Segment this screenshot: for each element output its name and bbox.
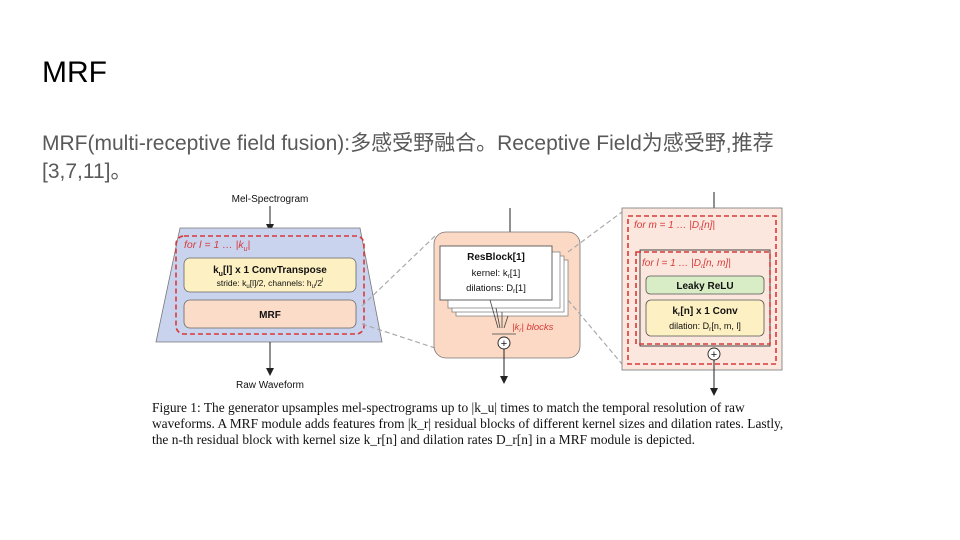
stack-line-2 [495, 307, 501, 329]
leaky-relu-block [645, 275, 765, 295]
zoom-line-bottom-left [361, 323, 436, 349]
mel-spectrogram-label: Mel-Spectrogram [232, 194, 309, 205]
conv-title: kr[n] x 1 Conv [672, 306, 738, 318]
dilation-outer-loop-box [627, 215, 777, 365]
conv-transpose-block [183, 257, 357, 293]
resblock-kernel: kernel: kr[1] [472, 268, 521, 280]
raw-waveform-label: Raw Waveform [236, 380, 304, 391]
slide-title: MRF [42, 56, 107, 89]
resblock-title: ResBlock[1] [467, 252, 525, 263]
zoom-line-bottom-right [567, 299, 623, 365]
figure-caption: Figure 1: The generator upsamples mel-sp… [152, 400, 784, 447]
zoom-line-top-right [567, 211, 623, 253]
conv-transpose-detail: stride: ku[l]/2, channels: hu/2l [217, 278, 324, 290]
dilation-inner-loop-box [635, 251, 771, 345]
leaky-relu-label: Leaky ReLU [676, 281, 733, 292]
resblock-front [439, 245, 553, 301]
conv-dilation: dilation: Dr[n, m, l] [669, 321, 741, 333]
hifigan-diagram: Mel-Spectrogram for l = 1 … |ku| ku[l] x… [155, 192, 783, 396]
upsample-loop-box [175, 235, 365, 335]
figure: Mel-Spectrogram for l = 1 … |ku| ku[l] x… [150, 188, 790, 478]
sum-symbol: + [501, 338, 507, 350]
conv-transpose-title: ku[l] x 1 ConvTranspose [213, 265, 327, 278]
slide-body: MRF(multi-receptive field fusion):多感受野融合… [42, 130, 902, 186]
outer-loop-label: for m = 1 … |Dr[n]| [634, 220, 715, 232]
mrf-block [183, 299, 357, 329]
stack-line-4 [503, 315, 509, 329]
body-line-1: MRF(multi-receptive field fusion):多感受野融合… [42, 132, 774, 155]
zoom-line-top-left [361, 235, 436, 307]
residual-sum-symbol: + [711, 349, 717, 361]
resblock-dilations: dilations: Dr[1] [466, 283, 526, 295]
stack-line-1 [489, 299, 499, 329]
body-line-2: [3,7,11]。 [42, 160, 132, 183]
inner-loop-label: for l = 1 … |Dr[n, m]| [642, 258, 731, 270]
mrf-block-label: MRF [259, 310, 281, 321]
blocks-count-label: |kr| blocks [512, 322, 554, 334]
upsample-loop-label: for l = 1 … |ku| [184, 239, 250, 253]
conv-block [645, 299, 765, 337]
